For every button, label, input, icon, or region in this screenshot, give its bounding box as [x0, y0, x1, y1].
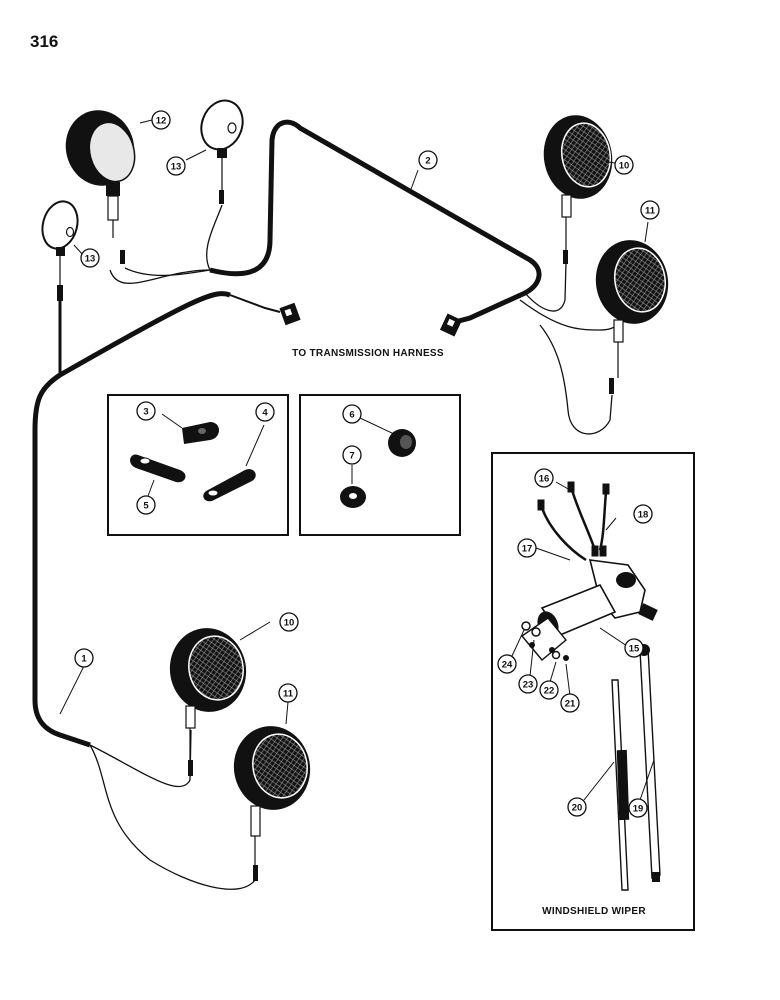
callout-3: 3	[136, 401, 156, 421]
callout-4: 4	[255, 402, 275, 422]
callout-19: 19	[628, 798, 648, 818]
lamp-11-upper	[595, 240, 669, 378]
svg-text:11: 11	[645, 206, 656, 217]
clips-box	[107, 394, 289, 536]
callout-18: 18	[633, 504, 653, 524]
wiper-box	[491, 452, 695, 931]
callout-5: 5	[136, 495, 156, 515]
svg-text:13: 13	[171, 162, 182, 173]
wiper-motor-15	[520, 559, 658, 661]
callout-10-lower: 10	[279, 612, 299, 632]
callout-10-upper: 10	[614, 155, 634, 175]
callout-16: 16	[534, 468, 554, 488]
clamp-5	[130, 454, 186, 483]
wiper-arm-19	[638, 644, 661, 882]
callout-17: 17	[517, 538, 537, 558]
svg-text:17: 17	[522, 544, 533, 555]
wiper-blade-20	[611, 679, 630, 891]
callout-15: 15	[624, 638, 644, 658]
callout-22: 22	[539, 680, 559, 700]
main-harness-lower	[32, 291, 256, 890]
svg-text:21: 21	[565, 699, 576, 710]
lamp-13-lower	[41, 200, 79, 285]
svg-text:15: 15	[629, 644, 640, 655]
lamp-11-lower	[233, 726, 311, 865]
lamp-12	[65, 110, 136, 238]
callout-23: 23	[518, 674, 538, 694]
lamp-13-upper	[200, 99, 244, 190]
svg-text:2: 2	[425, 156, 430, 167]
svg-text:5: 5	[143, 501, 149, 512]
svg-text:18: 18	[638, 510, 649, 521]
callout-2: 2	[418, 150, 438, 170]
lamp-10-upper	[543, 115, 613, 250]
callouts: 2 10 11 12 13 13 3 4 5 6 7 10 11 1 16 18…	[74, 110, 660, 818]
svg-text:10: 10	[284, 618, 295, 629]
callout-24: 24	[497, 654, 517, 674]
callout-21: 21	[560, 693, 580, 713]
windshield-wiper-label: WINDSHIELD WIPER	[542, 906, 646, 917]
svg-text:20: 20	[572, 803, 583, 814]
callout-leaders	[59, 119, 655, 801]
transmission-harness-label: TO TRANSMISSION HARNESS	[292, 348, 444, 359]
callout-7: 7	[342, 445, 362, 465]
svg-text:6: 6	[349, 410, 354, 421]
callout-11-upper: 11	[640, 200, 660, 220]
svg-text:24: 24	[502, 660, 513, 671]
wiper-wires	[537, 481, 610, 562]
grommets-box	[299, 394, 461, 536]
svg-text:16: 16	[539, 474, 550, 485]
transmission-connector-left	[279, 302, 301, 326]
callout-12: 12	[151, 110, 171, 130]
svg-text:3: 3	[143, 407, 148, 418]
svg-text:12: 12	[156, 116, 167, 127]
svg-text:23: 23	[523, 680, 534, 691]
callout-20: 20	[567, 797, 587, 817]
callout-1: 1	[74, 648, 94, 668]
callout-13-upper: 13	[166, 156, 186, 176]
svg-text:22: 22	[544, 686, 555, 697]
svg-text:13: 13	[85, 254, 96, 265]
callout-11-lower: 11	[278, 683, 298, 703]
svg-text:19: 19	[633, 804, 644, 815]
lamp-10-lower	[169, 628, 247, 760]
svg-text:11: 11	[283, 689, 294, 700]
grommet-6	[388, 429, 416, 457]
svg-text:10: 10	[619, 161, 630, 172]
svg-text:7: 7	[349, 451, 354, 462]
callout-6: 6	[342, 404, 362, 424]
svg-text:1: 1	[81, 654, 87, 665]
main-harness-upper	[109, 119, 620, 435]
clip-3	[182, 422, 219, 444]
callout-13-lower: 13	[80, 248, 100, 268]
page-number: 316	[30, 32, 59, 51]
svg-text:4: 4	[262, 408, 268, 419]
clamp-4	[203, 469, 256, 502]
transmission-connector-right	[439, 313, 463, 337]
wiper-hardware	[521, 621, 569, 661]
grommet-7	[340, 486, 366, 508]
